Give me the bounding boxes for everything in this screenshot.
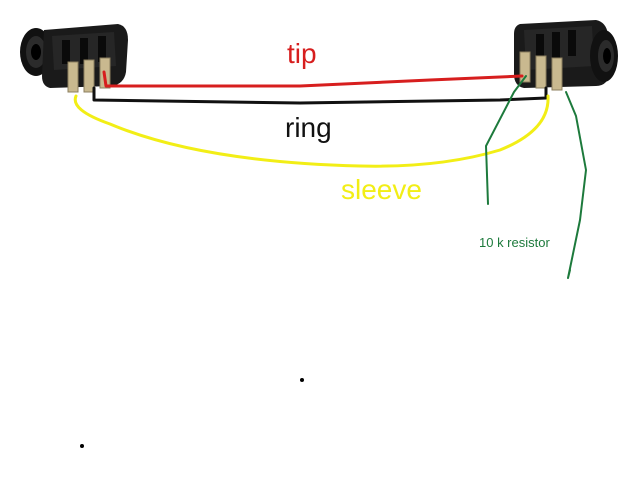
- right-jack-terminals: [519, 51, 563, 91]
- right-jack: [514, 20, 618, 91]
- tip-label: tip: [287, 38, 317, 69]
- resistor-lead-1: [485, 75, 527, 205]
- stray-dot: [300, 378, 304, 382]
- ring-label: ring: [285, 112, 332, 143]
- sleeve-wire: [73, 94, 550, 168]
- stray-dot: [80, 444, 84, 448]
- resistor-label: 10 k resistor: [479, 235, 550, 250]
- ring-wire: [92, 86, 548, 105]
- sleeve-label: sleeve: [341, 174, 422, 205]
- tip-wire: [102, 70, 524, 88]
- resistor-lead-2: [565, 91, 587, 279]
- left-jack: [20, 24, 128, 93]
